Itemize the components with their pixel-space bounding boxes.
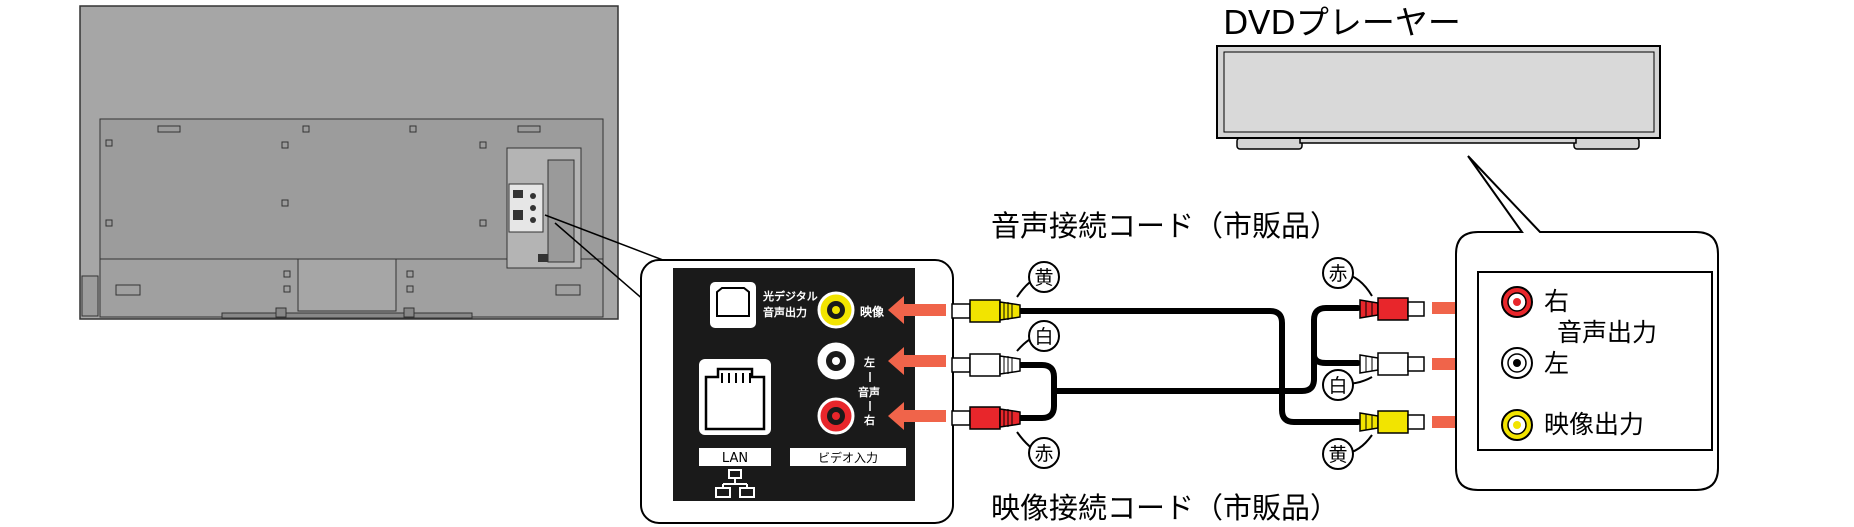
player-terminal-closeup	[1455, 155, 1719, 491]
plug-yellow-player	[1359, 410, 1425, 434]
plug-white-player	[1359, 352, 1425, 376]
optical-output-label-2: 音声出力	[763, 305, 807, 319]
callout-yellow-tv-label: 黄	[1034, 267, 1053, 289]
callout-white-tv	[1028, 320, 1060, 352]
plug-red-tv	[951, 406, 1021, 430]
color-callouts	[1016, 257, 1373, 470]
audio-right-in-jack	[817, 397, 855, 435]
arrows-to-tv	[888, 296, 946, 430]
audio-left-in-jack	[817, 342, 855, 380]
callout-red-tv	[1028, 437, 1060, 469]
audio-right-out-jack	[1501, 286, 1533, 318]
network-icon	[715, 469, 755, 498]
audio-left-label: 左	[863, 355, 875, 369]
player-left-label: 左	[1544, 349, 1569, 378]
video-in-jack	[817, 291, 855, 329]
audio-right-label: 右	[863, 413, 875, 427]
audio-left-out-jack	[1501, 347, 1533, 379]
audio-cable-label: 音声接続コード（市販品）	[991, 209, 1339, 243]
callout-red-tv-label: 赤	[1034, 443, 1053, 465]
player-right-label: 右	[1544, 287, 1569, 316]
dvd-player	[1216, 45, 1661, 150]
plug-yellow-tv	[951, 299, 1021, 323]
video-out-jack	[1501, 409, 1533, 441]
cables	[1015, 305, 1361, 425]
arrow-left-video	[888, 296, 946, 324]
arrow-left-audio-r	[888, 402, 946, 430]
video-input-badge: ビデオ入力	[818, 450, 878, 465]
callout-red-player	[1322, 257, 1354, 289]
player-audio-out-label: 音声出力	[1557, 318, 1657, 347]
callout-white-player	[1322, 369, 1354, 401]
lan-label: LAN	[722, 451, 748, 466]
player-video-out-label: 映像出力	[1544, 410, 1644, 439]
callout-red-player-label: 赤	[1328, 263, 1347, 285]
callout-yellow-player-label: 黄	[1328, 444, 1347, 466]
dvd-player-title: DVDプレーヤー	[1223, 3, 1461, 42]
arrow-left-audio-l	[888, 347, 946, 375]
plug-red-player	[1359, 297, 1425, 321]
audio-label: 音声	[858, 385, 880, 399]
tv-terminal-closeup: 光デジタル 音声出力 映像 左 音声 右	[640, 259, 954, 524]
video-cable-label: 映像接続コード（市販品）	[991, 491, 1339, 525]
optical-output-label-1: 光デジタル	[762, 289, 818, 303]
callout-yellow-player	[1322, 438, 1354, 470]
video-in-label: 映像	[860, 304, 885, 319]
lan-port-icon	[699, 359, 771, 435]
callout-white-player-label: 白	[1328, 375, 1347, 397]
callout-white-tv-label: 白	[1034, 326, 1053, 348]
tv-rear-view	[79, 5, 677, 329]
plug-white-tv	[951, 353, 1021, 377]
callout-yellow-tv	[1028, 261, 1060, 293]
